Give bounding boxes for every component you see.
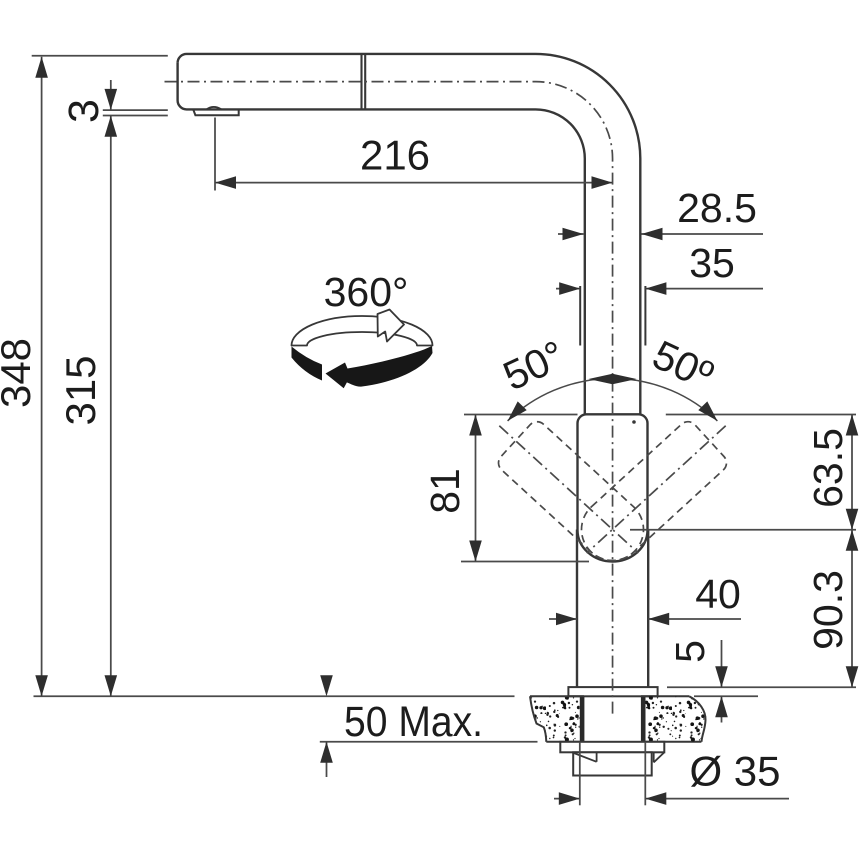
svg-text:50 Max.: 50 Max. <box>344 699 483 746</box>
svg-text:360°: 360° <box>324 269 409 315</box>
svg-text:348: 348 <box>0 338 39 408</box>
svg-text:90.3: 90.3 <box>805 570 851 650</box>
svg-text:40: 40 <box>695 571 741 617</box>
svg-text:315: 315 <box>57 355 104 425</box>
svg-text:28.5: 28.5 <box>677 185 757 231</box>
svg-text:50°: 50° <box>496 332 572 400</box>
svg-text:63.5: 63.5 <box>805 428 851 508</box>
svg-text:35: 35 <box>689 240 735 286</box>
svg-text:50º: 50º <box>646 331 720 398</box>
svg-text:81: 81 <box>422 468 468 514</box>
svg-text:3: 3 <box>60 99 108 123</box>
svg-text:216: 216 <box>360 132 430 179</box>
svg-text:Ø 35: Ø 35 <box>689 748 780 795</box>
svg-text:5: 5 <box>667 640 713 663</box>
